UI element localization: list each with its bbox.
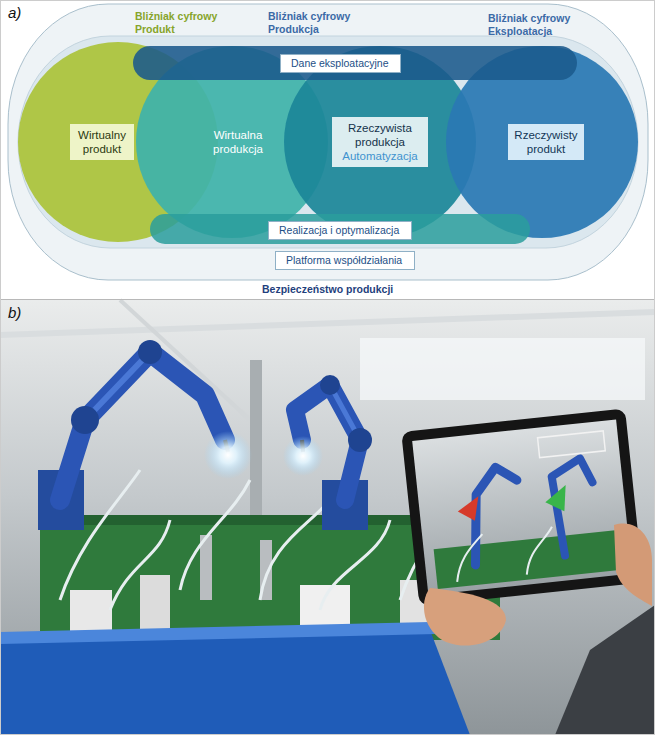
- hand: [614, 524, 652, 606]
- tablet-part: [401, 408, 643, 606]
- ar-arrow-green: [544, 485, 569, 513]
- welding-robot-part: [85, 352, 150, 420]
- node-subtext: Automatyzacja: [337, 149, 423, 163]
- realization-band: [150, 214, 530, 244]
- outer-band: [8, 4, 648, 280]
- tablet: [401, 408, 643, 606]
- panel-letter: b): [8, 304, 21, 321]
- tablet-part: [412, 419, 632, 595]
- node-text: Dane eksploatacyjne: [291, 57, 390, 70]
- welding-robot-part: [348, 428, 372, 452]
- node-text: Rzeczywista produkcja: [337, 121, 423, 149]
- ceiling-beam: [0, 312, 655, 335]
- platform-box: Platforma współdziałania: [275, 251, 415, 270]
- factory-hall: [0, 300, 655, 735]
- welding-spark: [204, 431, 252, 479]
- panel-separator: [0, 299, 655, 300]
- tablet-part: [452, 527, 556, 582]
- ar-arrow-red: [456, 496, 480, 522]
- pneumatic-hoses-part: [110, 520, 170, 610]
- blue-platform: [0, 630, 470, 735]
- stadium-outline: [8, 4, 648, 280]
- node-text: Realizacja i optymalizacja: [279, 224, 401, 237]
- welding-spark: [283, 436, 323, 476]
- text-plate: Wirtualny produkt: [70, 124, 134, 160]
- node-text: Wirtualna produkcja: [206, 128, 270, 156]
- welding-robot: [38, 340, 228, 530]
- text-holder: Wirtualna produkcja: [201, 124, 275, 160]
- panel-letter: a): [8, 4, 21, 21]
- inner-band: [18, 36, 638, 248]
- factory-photo: [0, 300, 655, 735]
- data-band: [133, 46, 577, 80]
- text-plate: Rzeczywista produkcjaAutomatyzacja: [332, 117, 428, 167]
- pneumatic-hoses-part: [320, 520, 390, 610]
- section-heading: Bliźniak cyfrowy Produkt: [135, 10, 235, 35]
- welding-robot-part: [60, 352, 225, 500]
- text-plate: Rzeczywisty produkt: [508, 124, 584, 160]
- welding-robot-part: [138, 340, 162, 364]
- clamp-block: [140, 575, 170, 633]
- pneumatic-hoses-part: [180, 480, 250, 590]
- node-text: Platforma współdziałania: [286, 254, 404, 267]
- frame-caption: Bezpieczeństwo produkcji: [262, 283, 393, 296]
- data-box: Dane eksploatacyjne: [280, 54, 401, 73]
- welding-robot-part: [320, 375, 340, 395]
- hall-window: [360, 338, 645, 400]
- sleeve: [555, 605, 655, 735]
- section-heading: Bliźniak cyfrowy Produkcja: [268, 10, 378, 35]
- clamp-block: [70, 590, 112, 635]
- platform-edge: [0, 622, 436, 644]
- hand: [424, 588, 506, 646]
- tablet-part: [538, 431, 606, 458]
- hall-pillar: [250, 360, 262, 530]
- node-text: Rzeczywisty produkt: [513, 128, 579, 156]
- section-heading: Bliźniak cyfrowy Eksploatacja: [488, 12, 598, 37]
- node-text: Wirtualny produkt: [75, 128, 129, 156]
- welding-robot-part: [71, 406, 99, 434]
- realization-box: Realizacja i optymalizacja: [268, 221, 412, 240]
- tablet-part: [434, 530, 622, 589]
